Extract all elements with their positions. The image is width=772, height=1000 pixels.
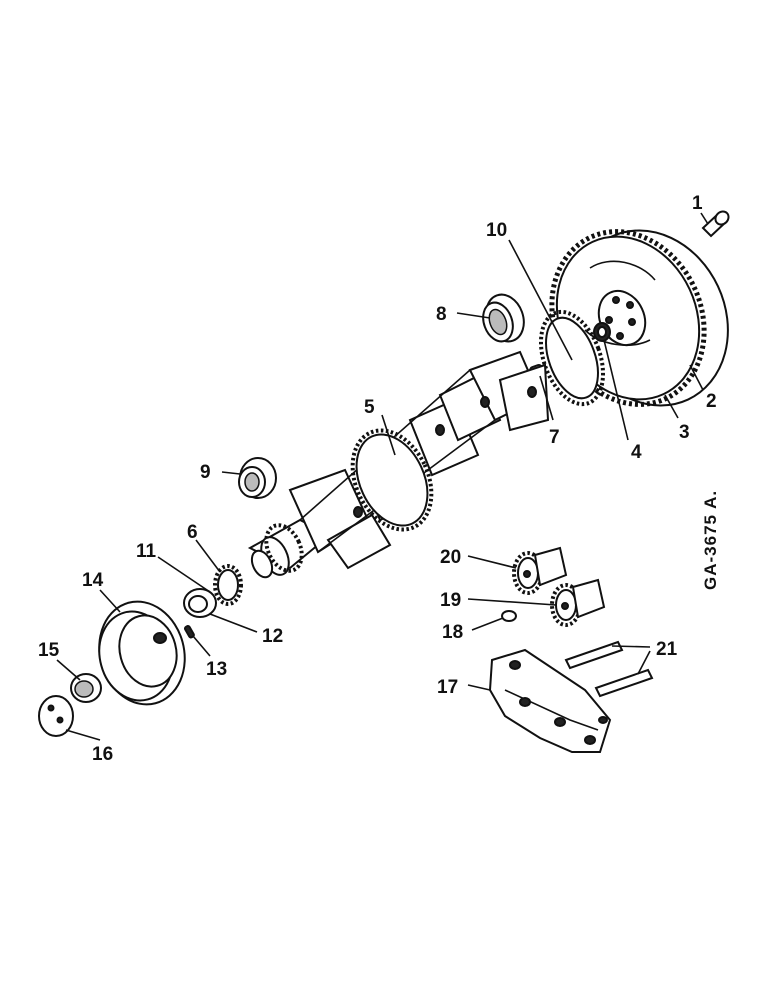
part-16-washer — [38, 695, 74, 737]
callout-21: 21 — [656, 639, 678, 660]
part-8-main-bearing — [482, 293, 525, 343]
figure-code: GA-3675 A. — [701, 490, 720, 590]
callout-19: 19 — [440, 590, 461, 611]
callout-1: 1 — [692, 193, 703, 214]
callout-labels: 1 2 3 4 5 6 7 8 9 10 11 12 13 14 15 16 1… — [38, 193, 717, 765]
callout-3: 3 — [679, 422, 690, 443]
callout-16: 16 — [92, 744, 113, 765]
part-1-bolt — [701, 210, 730, 238]
callout-6: 6 — [187, 522, 198, 543]
callout-7: 7 — [549, 427, 560, 448]
callout-12: 12 — [262, 626, 283, 647]
callout-15: 15 — [38, 640, 60, 661]
part-20-balancer-gear — [512, 546, 568, 595]
part-19-balancer-gear — [550, 578, 606, 627]
callout-13: 13 — [206, 659, 227, 680]
callout-2: 2 — [706, 391, 717, 412]
part-21-shafts — [564, 640, 654, 698]
part-4-pilot-bearing — [593, 322, 611, 342]
callout-11: 11 — [136, 541, 157, 562]
part-5-crankshaft — [247, 350, 550, 579]
part-10-gear-ring — [538, 309, 606, 407]
callout-5: 5 — [364, 397, 375, 418]
callout-10: 10 — [486, 220, 507, 241]
part-17-balancer-housing — [488, 648, 612, 753]
part-18-washer — [501, 610, 517, 622]
part-12-spacer — [183, 588, 217, 618]
callout-20: 20 — [440, 547, 461, 568]
part-2-flywheel — [555, 229, 729, 407]
callout-8: 8 — [436, 304, 447, 325]
part-6-crank-gear — [213, 564, 243, 606]
callout-17: 17 — [437, 677, 458, 698]
part-14-pulley — [98, 600, 186, 706]
part-9-main-bearing — [238, 457, 277, 499]
leader-lines — [56, 212, 709, 741]
part-13-key — [184, 625, 195, 639]
callout-4: 4 — [631, 442, 642, 463]
callout-18: 18 — [442, 622, 463, 643]
callout-14: 14 — [82, 570, 104, 591]
part-15-seal — [70, 673, 102, 703]
callout-9: 9 — [200, 462, 211, 483]
